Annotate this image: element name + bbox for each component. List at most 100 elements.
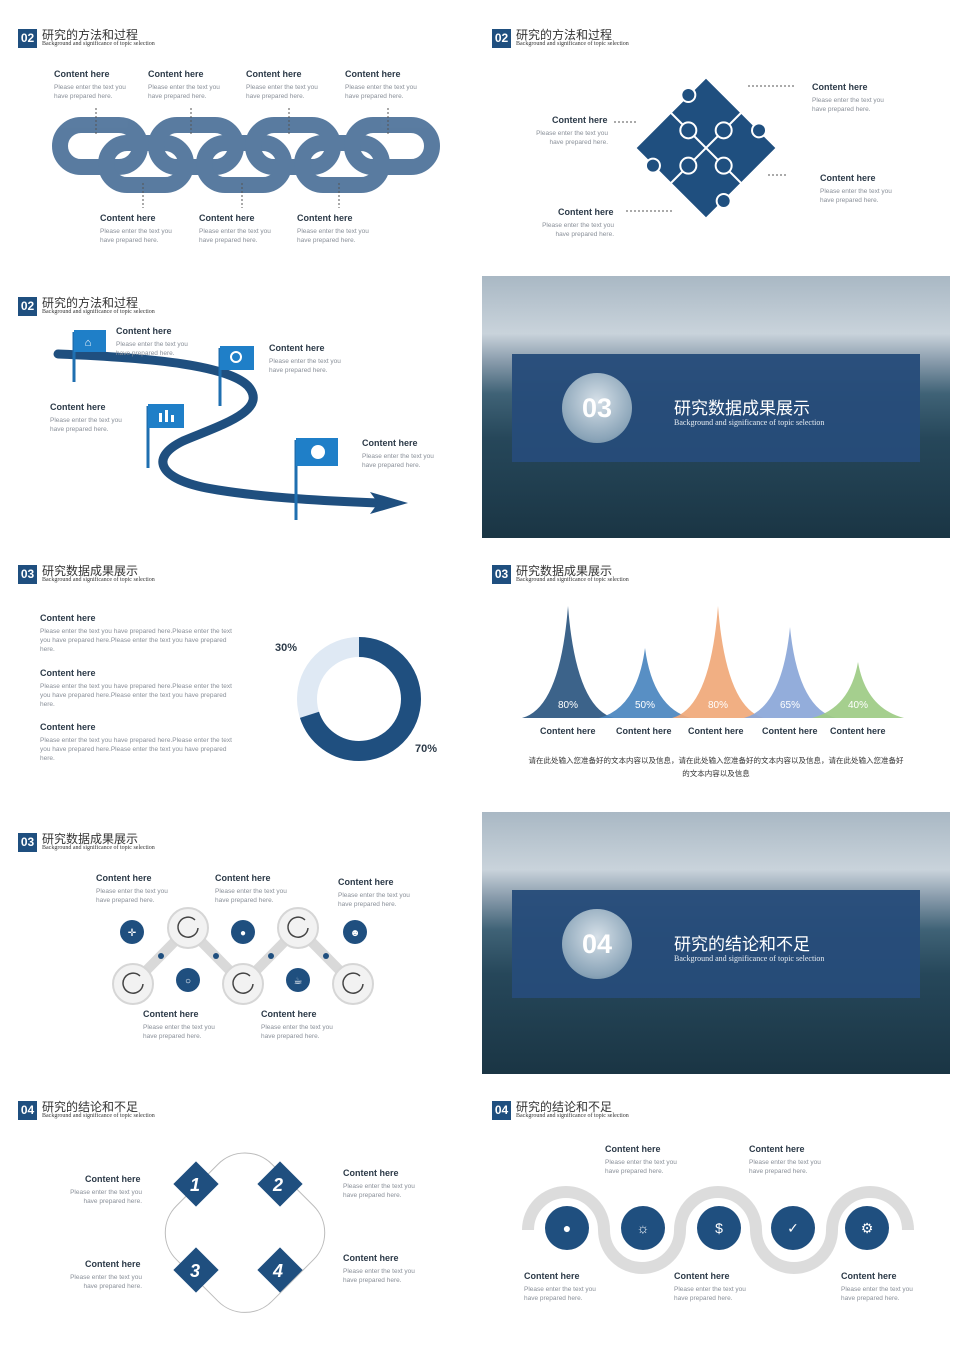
coffee-icon	[286, 968, 310, 992]
wave-graphic: ●☼$✓⚙	[522, 1186, 914, 1274]
item-heading: Content here	[552, 115, 608, 125]
money-bag-icon	[697, 1206, 741, 1250]
item-heading: Content here	[540, 726, 596, 736]
cycle-graphic: ✛●☻○☕	[112, 907, 374, 1005]
slide-subtitle: Background and significance of topic sel…	[42, 845, 155, 851]
svg-text:$: $	[715, 1220, 723, 1236]
item-body: Please enter the text you have prepared …	[40, 628, 232, 653]
gear-icon	[845, 1206, 889, 1250]
item-heading: Content here	[345, 69, 401, 79]
item-body: Please enter the text you have prepared …	[40, 737, 232, 762]
slide-peaks: 03 研究数据成果展示 Background and significance …	[482, 544, 950, 806]
banner-title: 研究的结论和不足	[674, 935, 810, 955]
item-heading: Content here	[40, 722, 96, 732]
item-body: Please enter the text you have prepared …	[148, 84, 220, 100]
slide-title: 研究的方法和过程	[42, 28, 139, 42]
item-heading: Content here	[85, 1174, 141, 1184]
slide-subtitle: Background and significance of topic sel…	[42, 41, 155, 47]
svg-text:●: ●	[240, 928, 246, 939]
percent-label: 70%	[415, 743, 438, 755]
peak-shape	[812, 662, 904, 718]
slide-title: 研究数据成果展示	[42, 564, 139, 578]
slide-donut: 03 研究数据成果展示 Background and significance …	[8, 544, 476, 806]
item-heading: Content here	[338, 877, 394, 887]
section-number: 04	[18, 1101, 37, 1120]
slide-header: 04 研究的结论和不足 Background and significance …	[482, 1080, 950, 1120]
slide-title: 研究的结论和不足	[516, 1100, 613, 1114]
item-heading: Content here	[143, 1009, 199, 1019]
item-body: Please enter the text you have prepared …	[820, 188, 892, 204]
item-body: Please enter the text you have prepared …	[343, 1183, 415, 1199]
peak-shape	[744, 627, 836, 718]
item-body: Please enter the text you have prepared …	[542, 222, 614, 238]
section-number: 02	[18, 29, 37, 48]
slide-subtitle: Background and significance of topic sel…	[516, 41, 629, 47]
slide-header: 03 研究数据成果展示 Background and significance …	[8, 544, 476, 584]
thumbs-up-icon	[771, 1206, 815, 1250]
item-body: Please enter the text you have prepared …	[674, 1286, 746, 1302]
percent-label: 30%	[275, 642, 298, 654]
item-heading: Content here	[40, 668, 96, 678]
item-heading: Content here	[605, 1144, 661, 1154]
slide-header: 04 研究的结论和不足 Background and significance …	[8, 1080, 476, 1120]
slide-title: 研究的方法和过程	[42, 296, 139, 310]
item-body: Please enter the text you have prepared …	[54, 84, 126, 100]
item-body: Please enter the text you have prepared …	[116, 341, 188, 357]
slide-subtitle: Background and significance of topic sel…	[516, 1113, 629, 1119]
slide-header: 02 研究的方法和过程 Background and significance …	[8, 8, 476, 48]
slide-chain: 02 研究的方法和过程 Background and significance …	[8, 8, 476, 270]
banner-subtitle: Background and significance of topic sel…	[674, 954, 825, 963]
item-heading: Content here	[830, 726, 886, 736]
item-heading: Content here	[96, 873, 152, 883]
slide-title: 研究的方法和过程	[516, 28, 613, 42]
lightbulb-icon	[621, 1206, 665, 1250]
item-body: Please enter the text you have prepared …	[40, 683, 232, 708]
flag-icon: ⌂	[72, 330, 106, 382]
item-body: Please enter the text you have prepared …	[605, 1159, 677, 1175]
slide-diamonds: 04 研究的结论和不足 Background and significance …	[8, 1080, 476, 1342]
item-body: Please enter the text you have prepared …	[96, 888, 168, 904]
item-body: Please enter the text you have prepared …	[338, 892, 410, 908]
item-heading: Content here	[762, 726, 818, 736]
slide-section-banner: 03 研究数据成果展示 Background and significance …	[482, 276, 950, 538]
section-number: 02	[18, 297, 37, 316]
svg-text:☻: ☻	[350, 928, 361, 939]
item-heading: Content here	[215, 873, 271, 883]
slide-title: 研究的结论和不足	[42, 1100, 139, 1114]
item-body: Please enter the text you have prepared …	[50, 417, 122, 433]
item-heading: Content here	[820, 173, 876, 183]
peak-shape	[522, 606, 614, 718]
peak-shape	[672, 606, 764, 718]
item-body: Please enter the text you have prepared …	[261, 1024, 333, 1040]
item-body: Please enter the text you have prepared …	[524, 1286, 596, 1302]
item-body: Please enter the text you have prepared …	[246, 84, 318, 100]
diamond-graphic	[164, 1152, 326, 1313]
item-body: Please enter the text you have prepared …	[269, 358, 341, 374]
team-icon	[343, 920, 367, 944]
item-heading: Content here	[674, 1271, 730, 1281]
item-body: Please enter the text you have prepared …	[70, 1274, 142, 1290]
item-heading: Content here	[297, 213, 353, 223]
item-heading: Content here	[688, 726, 744, 736]
diamond-number: 4	[273, 1261, 284, 1281]
slide-section-banner: 04 研究的结论和不足 Background and significance …	[482, 812, 950, 1074]
slide-title: 研究数据成果展示	[516, 564, 613, 578]
slide-subtitle: Background and significance of topic sel…	[516, 577, 629, 583]
section-number-circle: 03	[562, 373, 632, 443]
svg-text:⌂: ⌂	[85, 337, 92, 349]
target-icon	[120, 920, 144, 944]
svg-text:✛: ✛	[128, 928, 137, 939]
section-number: 04	[492, 1101, 511, 1120]
item-body: Please enter the text you have prepared …	[362, 453, 434, 469]
section-number: 03	[492, 565, 511, 584]
diamond-marker	[173, 1247, 219, 1293]
item-body: Please enter the text you have prepared …	[536, 130, 608, 146]
user-icon	[545, 1206, 589, 1250]
item-heading: Content here	[50, 402, 106, 412]
svg-text:☕: ☕	[294, 976, 303, 987]
road-graphic: ⌂	[53, 330, 408, 520]
banner-title: 研究数据成果展示	[674, 399, 810, 419]
slide-wave: 04 研究的结论和不足 Background and significance …	[482, 1080, 950, 1342]
flag-icon	[294, 438, 338, 520]
section-number: 03	[18, 565, 37, 584]
